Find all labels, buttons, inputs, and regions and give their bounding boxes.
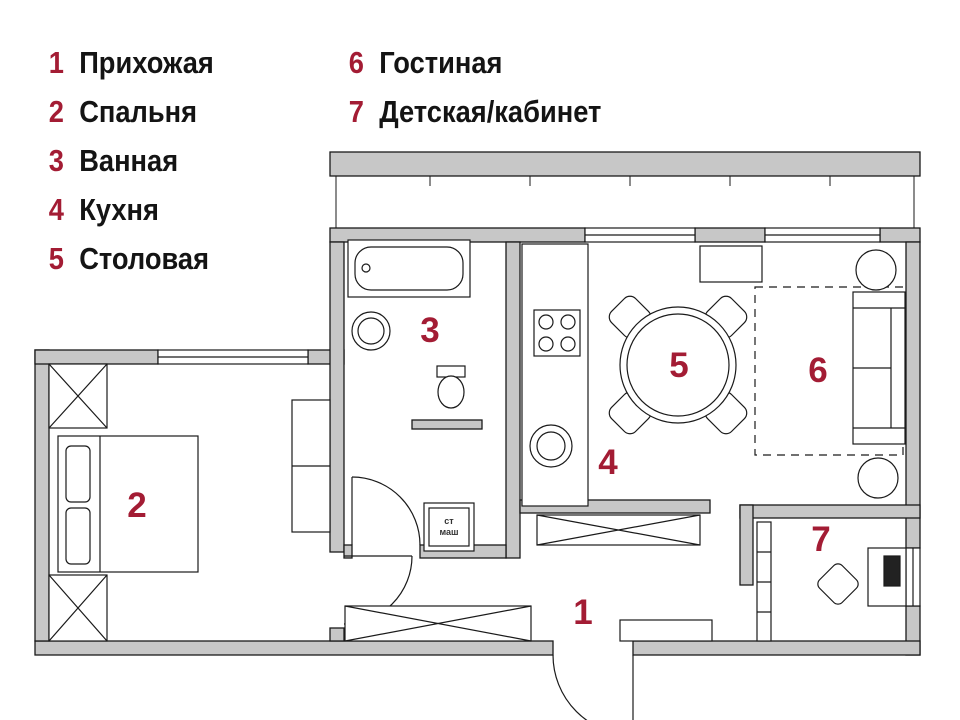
walls	[34, 151, 921, 656]
room-number-kitchen: 4	[598, 443, 618, 482]
wall-bottom-a	[34, 640, 554, 656]
kitchen-sink-icon	[529, 424, 573, 468]
washer-label-line1: ст	[444, 516, 454, 526]
cabinet-icon	[291, 399, 331, 533]
legend-number: 1	[48, 44, 64, 80]
legend-item: 5 Столовая	[44, 234, 214, 283]
wall-top-b	[694, 227, 766, 243]
legend-column-1: 1 Прихожая 2 Спальня 3 Ванная 4 Кухня 5 …	[44, 38, 214, 283]
doors	[343, 476, 634, 720]
legend-item: 3 Ванная	[44, 136, 214, 185]
window-icon	[584, 227, 696, 243]
wall-bedroom-right	[329, 241, 345, 553]
wardrobe-icon	[48, 363, 108, 429]
window-icon	[764, 227, 881, 243]
room-number-living: 6	[808, 351, 827, 390]
dining-table-icon	[619, 306, 737, 424]
washing-machine-icon	[423, 502, 475, 552]
hall-wardrobe-icon	[536, 514, 701, 546]
wall-bedroom-top-a	[34, 349, 159, 365]
room-number-dining: 5	[669, 346, 688, 385]
room-number-hallway: 1	[573, 593, 592, 632]
legend-column-2: 6 Гостиная 7 Детская/кабинет	[344, 38, 602, 136]
legend-label: Столовая	[79, 240, 210, 276]
legend-number: 2	[48, 93, 64, 129]
legend-number: 7	[348, 93, 364, 129]
entrance-door-icon	[552, 654, 634, 720]
legend-label: Гостиная	[379, 44, 503, 80]
legend-label: Кухня	[79, 191, 159, 227]
legend-label: Прихожая	[79, 44, 214, 80]
legend-label: Ванная	[79, 142, 179, 178]
bench-icon	[619, 619, 713, 642]
dining-set	[608, 295, 748, 435]
window-icon	[157, 349, 309, 365]
furniture	[48, 239, 907, 642]
pouf-icon	[857, 457, 899, 499]
washer-label-line2: маш	[439, 527, 458, 537]
bathroom-door-icon	[351, 476, 421, 546]
wall-left	[34, 349, 50, 642]
legend-number: 3	[48, 142, 64, 178]
hall-closet-icon	[344, 605, 532, 642]
legend-item: 6 Гостиная	[344, 38, 601, 87]
legend-item: 2 Спальня	[44, 87, 214, 136]
sofa-icon	[852, 291, 906, 445]
wall-bottom-b	[632, 640, 921, 656]
legend-label: Детская/кабинет	[379, 93, 602, 129]
bathtub-icon	[347, 239, 471, 298]
wall-room7-left	[739, 504, 754, 586]
wardrobe-icon	[48, 574, 108, 642]
shelf-icon	[756, 521, 772, 642]
wall-top-c	[879, 227, 921, 243]
legend-number: 4	[48, 191, 64, 227]
legend-label: Спальня	[79, 93, 198, 129]
desk-chair-icon	[817, 563, 859, 605]
balcony-glazing	[335, 176, 915, 228]
bed-icon	[57, 435, 199, 573]
wall-room7-top	[739, 504, 921, 519]
window-icon	[905, 547, 921, 607]
legend-number: 5	[48, 240, 64, 276]
desk-icon	[867, 547, 907, 607]
stove-icon	[533, 309, 581, 357]
legend-number: 6	[348, 44, 364, 80]
legend-item: 7 Детская/кабинет	[344, 87, 602, 136]
wall-bedroom-right-lower	[329, 627, 345, 642]
balcony-slab	[329, 151, 921, 177]
wall-washer-niche	[411, 419, 483, 430]
sink-icon	[351, 311, 391, 351]
sideboard-icon	[699, 245, 763, 283]
wall-right-a	[905, 241, 921, 549]
toilet-icon	[436, 365, 466, 409]
room-number-bathroom: 3	[420, 311, 439, 350]
legend-item: 1 Прихожая	[44, 38, 214, 87]
windows	[157, 227, 921, 607]
pouf-icon	[855, 249, 897, 291]
wall-bathroom-right	[505, 241, 521, 559]
legend-item: 4 Кухня	[44, 185, 214, 234]
room-number-kids: 7	[811, 520, 830, 559]
room-number-bedroom: 2	[127, 486, 146, 525]
wall-bathroom-bottom-a	[343, 544, 353, 559]
